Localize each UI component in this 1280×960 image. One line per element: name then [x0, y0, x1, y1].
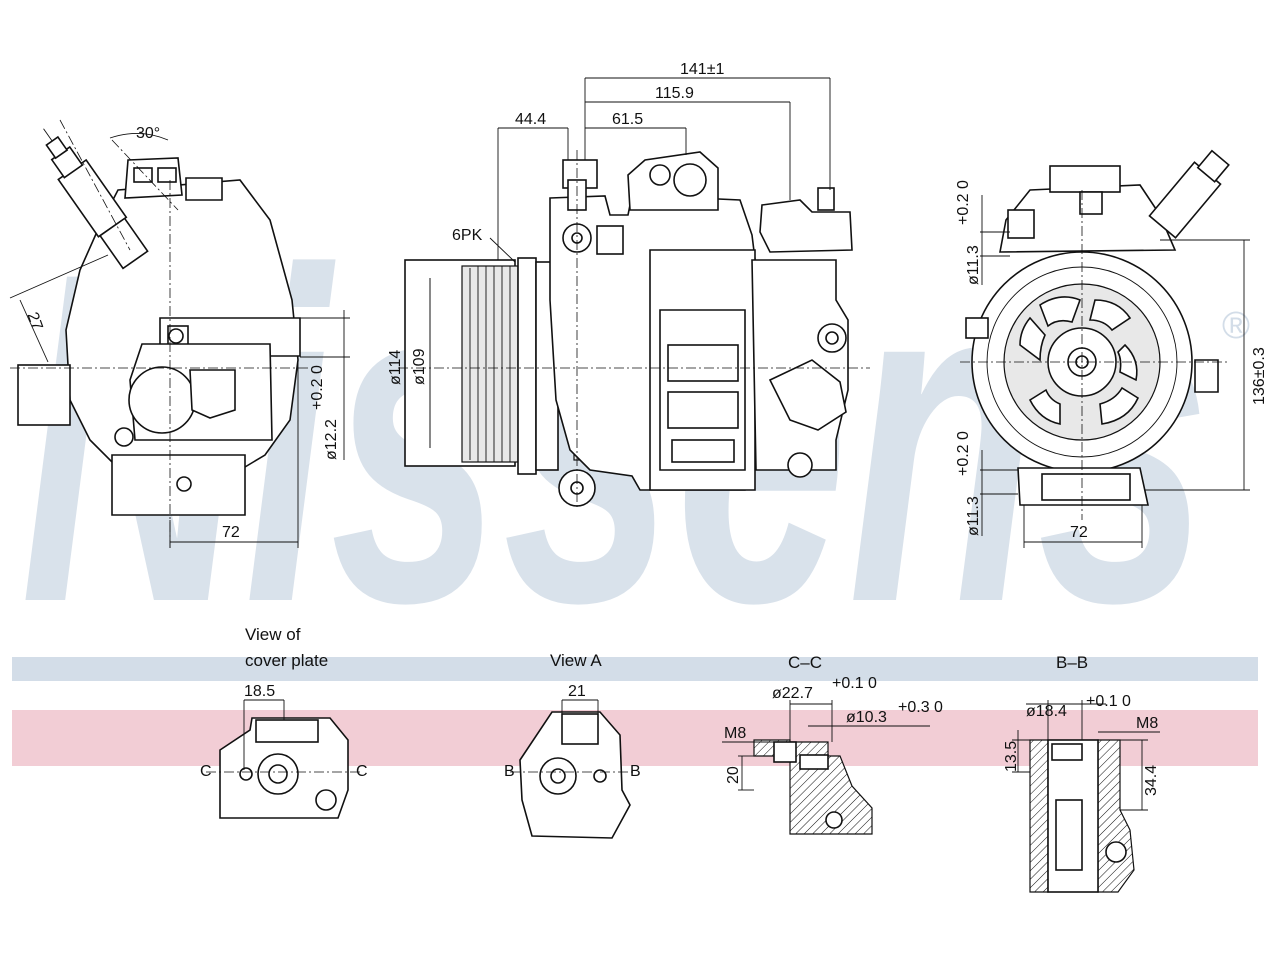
view-a-cut-right: B	[630, 763, 641, 780]
cover-plate-dim-18: 18.5	[244, 683, 275, 700]
dim-right-dia-11-top-tol: +0.2 0	[955, 180, 972, 225]
center-elevation-view: 141±1 115.9 44.4 61.5 6PK ø114 ø109	[387, 61, 870, 510]
dim-left-72: 72	[222, 524, 240, 541]
left-side-view: 30° 27 ø12.2 +0.2 0 72	[9, 119, 350, 548]
cc-dim-22: ø22.7	[772, 685, 813, 702]
dim-right-dia-11-bot: ø11.3	[965, 496, 982, 536]
cc-dim-10: ø10.3	[846, 709, 887, 726]
section-c-c: C–C ø22.7 +0.1 0 ø10.3 +0.3 0 M8 20	[722, 653, 943, 835]
section-bb-title: B–B	[1056, 653, 1088, 672]
cc-dim-22-tol: +0.1 0	[832, 675, 877, 692]
dim-top-141: 141±1	[680, 61, 724, 78]
bb-dim-18: ø18.4	[1026, 703, 1067, 720]
dim-top-61: 61.5	[612, 111, 643, 128]
cover-plate-title-line1: View of	[245, 625, 301, 644]
bb-dim-34: 34.4	[1143, 765, 1160, 796]
cc-dim-10-tol: +0.3 0	[898, 699, 943, 716]
view-a: View A 21 B B	[504, 651, 641, 839]
view-a-title: View A	[550, 651, 602, 670]
right-front-view: ø11.3 +0.2 0 ø11.3 +0.2 0 72 136±0.3	[955, 149, 1268, 548]
cover-plate-cut-right: C	[356, 763, 368, 780]
dim-left-dia-12: ø12.2	[323, 419, 340, 460]
section-b-b: B–B ø18.4 +0.1 0 M8 13.5 34.4	[1003, 653, 1160, 893]
cover-plate-view: View of cover plate 18.5 C C	[200, 625, 368, 819]
cc-dim-m8: M8	[724, 725, 746, 742]
dim-dia-114: ø114	[387, 350, 404, 385]
band-blue	[12, 657, 1258, 681]
section-cc-title: C–C	[788, 653, 822, 672]
bb-dim-13: 13.5	[1003, 741, 1020, 772]
dim-right-dia-11-bot-tol: +0.2 0	[955, 431, 972, 476]
registered-mark: ®	[1222, 305, 1250, 347]
view-a-dim-21: 21	[568, 683, 586, 700]
dim-left-27: 27	[24, 310, 46, 333]
dim-dia-109: ø109	[411, 348, 428, 385]
dim-top-44: 44.4	[515, 111, 546, 128]
dim-top-115: 115.9	[655, 85, 694, 102]
dim-angle-30: 30°	[136, 125, 160, 142]
dim-right-72: 72	[1070, 524, 1088, 541]
bb-dim-m8: M8	[1136, 715, 1158, 732]
view-a-cut-left: B	[504, 763, 515, 780]
cover-plate-title-line2: cover plate	[245, 651, 328, 670]
cover-plate-cut-left: C	[200, 763, 212, 780]
dim-right-136: 136±0.3	[1251, 347, 1268, 405]
dim-right-dia-11-top: ø11.3	[965, 245, 982, 285]
bb-dim-18-tol: +0.1 0	[1086, 693, 1131, 710]
cc-dim-20: 20	[725, 766, 742, 784]
dim-belt-6pk: 6PK	[452, 227, 483, 244]
dim-left-dia-12-tol: +0.2 0	[309, 365, 326, 410]
